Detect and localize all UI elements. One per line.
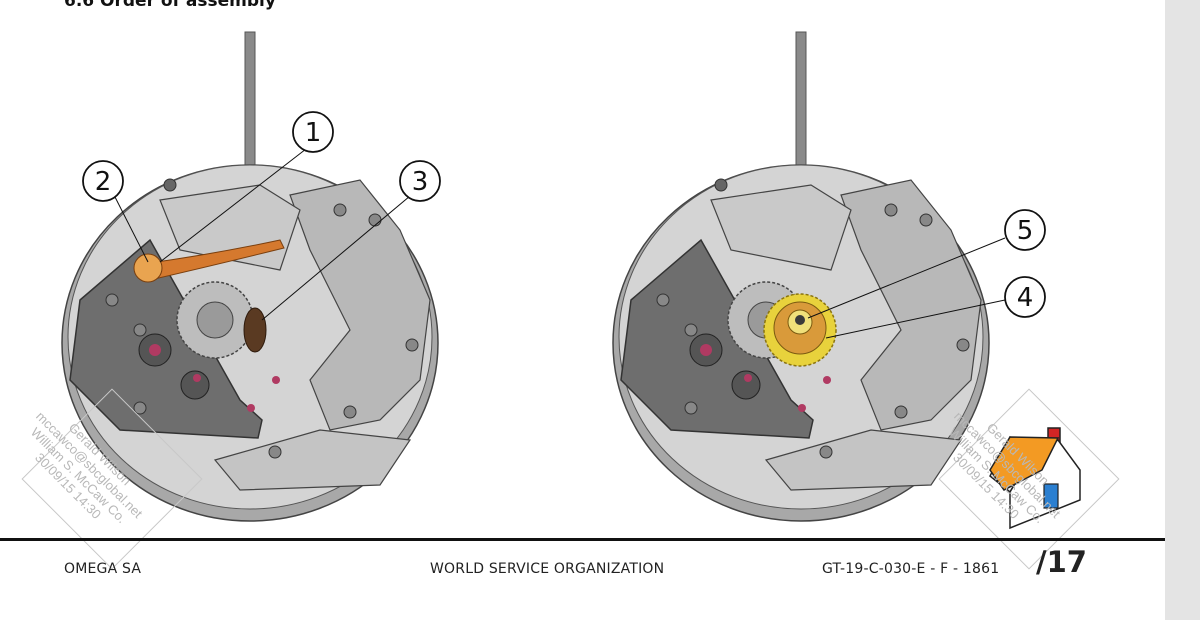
callout-5: 5 [1004,209,1046,251]
viewer-side-panel [1165,0,1200,620]
footer-organization: WORLD SERVICE ORGANIZATION [430,561,665,577]
callout-1-label: 1 [305,118,322,148]
home-icon[interactable] [989,427,1081,530]
callout-2-label: 2 [95,167,112,197]
callout-3-label: 3 [412,167,429,197]
movement-illustration-left [61,31,439,522]
callout-5-label: 5 [1017,216,1034,246]
assembly-figures: 1 2 3 5 4 [61,31,1081,530]
document-page: 6.6 Order of assembly [0,0,1165,579]
footer-divider [0,538,1165,541]
leader-lines-left [113,148,411,321]
callout-1: 1 [292,111,334,153]
callout-4: 4 [1004,276,1046,318]
movement-illustration-right [612,31,990,522]
callout-2: 2 [82,160,124,202]
section-heading: 6.6 Order of assembly [64,0,276,11]
footer-document-code: GT-19-C-030-E - F - 1861 [822,561,1000,577]
page-number: /17 [1036,545,1087,579]
footer-company: OMEGA SA [64,561,142,577]
callout-4-label: 4 [1017,283,1034,313]
leader-lines-right [807,237,1006,339]
callout-3: 3 [399,160,441,202]
